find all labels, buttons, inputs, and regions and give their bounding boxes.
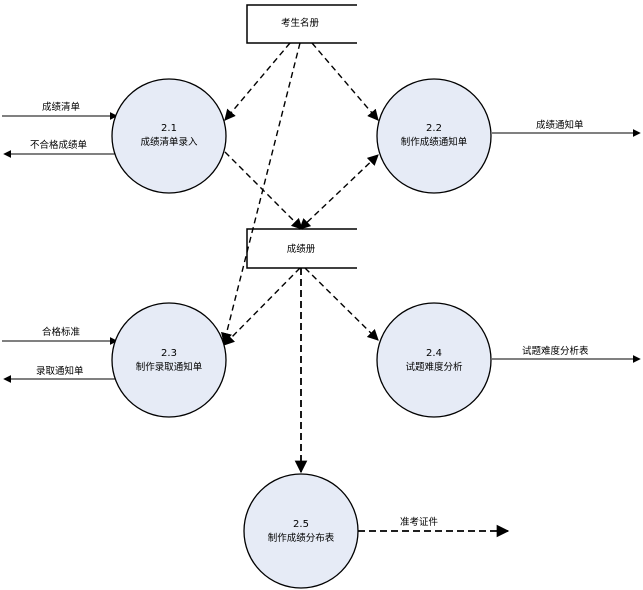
flow-label-fail-score: 不合格成绩单 [30,139,88,151]
process-bubble [111,302,227,418]
external-flows [2,112,641,383]
process-label: 成绩清单录入 [140,136,198,148]
store-label: 考生名册 [281,17,320,29]
flow-register-to-2-1 [224,42,291,121]
flow-score-book-2-2 [299,154,379,230]
process-2-1: 2.1 成绩清单录入 [111,78,227,194]
flow-score-book-to-2-3 [223,267,301,346]
flow-labels: 成绩清单 不合格成绩单 成绩通知单 合格标准 录取通知单 试题难度分析表 准考证… [30,101,589,528]
flow-label-score-notice: 成绩通知单 [536,119,584,131]
process-2-4: 2.4 试题难度分析 [376,302,492,418]
process-bubble [376,78,492,194]
data-store-score-book: 成绩册 [246,228,357,269]
process-label: 制作成绩分布表 [268,532,335,544]
process-2-5: 2.5 制作成绩分布表 [243,473,359,589]
flow-label-admission-ticket: 准考证件 [400,516,439,528]
flow-label-pass-standard: 合格标准 [42,326,81,338]
flow-register-to-2-2 [311,42,379,121]
process-label: 制作成绩通知单 [401,136,468,148]
flow-label-admission-notice: 录取通知单 [36,365,84,377]
internal-flows [221,42,510,538]
flow-2-1-to-score-book [224,151,303,230]
process-number: 2.3 [161,348,177,359]
process-label: 试题难度分析 [405,361,463,373]
flow-register-to-2-3 [221,42,301,345]
process-label: 制作录取通知单 [136,361,203,373]
process-2-2: 2.2 制作成绩通知单 [376,78,492,194]
flow-label-score-list: 成绩清单 [42,101,81,113]
store-label: 成绩册 [287,243,316,255]
process-bubble [376,302,492,418]
process-number: 2.4 [426,348,442,359]
process-bubble [243,473,359,589]
process-number: 2.2 [426,123,442,134]
process-number: 2.5 [293,519,309,530]
data-store-exam-register: 考生名册 [246,4,357,44]
process-2-3: 2.3 制作录取通知单 [111,302,227,418]
process-number: 2.1 [161,123,177,134]
process-bubble [111,78,227,194]
flow-score-book-to-2-4 [304,267,379,341]
flow-label-difficulty-table: 试题难度分析表 [522,345,589,357]
